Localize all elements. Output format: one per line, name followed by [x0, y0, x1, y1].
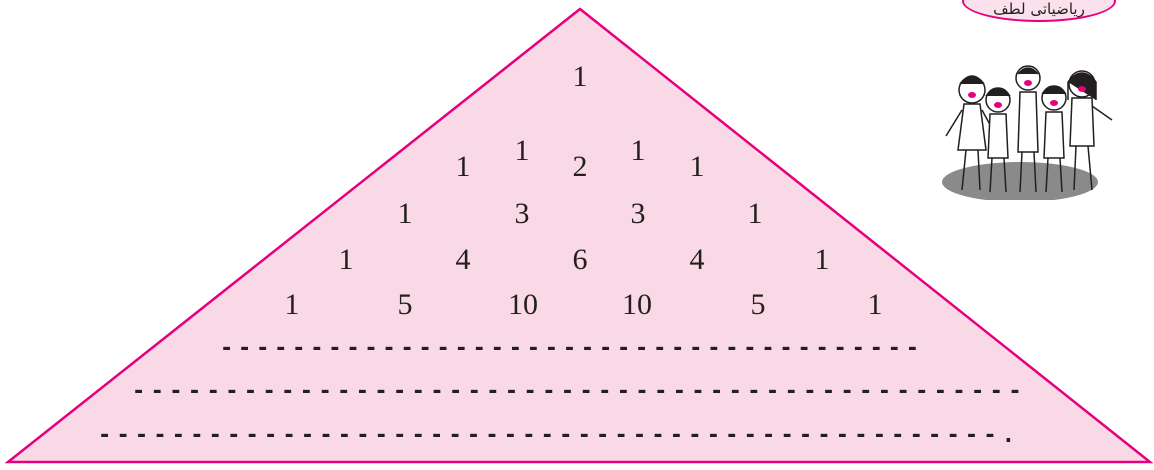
- blank-row: ----------------------------------------…: [98, 425, 1020, 447]
- group-of-children-icon: [936, 40, 1116, 200]
- pascal-number: 4: [690, 245, 705, 275]
- pascal-number: 1: [690, 152, 705, 182]
- pascal-number: 3: [515, 199, 530, 229]
- pascal-number: 5: [751, 290, 766, 320]
- pascal-number: 1: [815, 245, 830, 275]
- pascal-number: 1: [456, 152, 471, 182]
- math-fun-badge-text: ریاضیاتی لطف: [964, 0, 1114, 18]
- blank-row: ----------------------------------------…: [132, 381, 1027, 403]
- pascal-number: 1: [515, 136, 530, 166]
- pascal-number: 10: [622, 290, 652, 320]
- pascal-number: 4: [456, 245, 471, 275]
- pascal-number: 1: [398, 199, 413, 229]
- pascal-number: 2: [573, 152, 588, 182]
- pascal-number: 5: [398, 290, 413, 320]
- pascal-number: 1: [748, 199, 763, 229]
- pascal-number: 1: [631, 136, 646, 166]
- blank-row: ---------------------------------------: [220, 338, 924, 360]
- pascal-number: 1: [868, 290, 883, 320]
- pascal-number: 10: [508, 290, 538, 320]
- pascal-number: 1: [285, 290, 300, 320]
- pascal-number: 3: [631, 199, 646, 229]
- pascal-number: 1: [573, 62, 588, 92]
- pascal-number: 1: [339, 245, 354, 275]
- pascal-number: 6: [573, 245, 588, 275]
